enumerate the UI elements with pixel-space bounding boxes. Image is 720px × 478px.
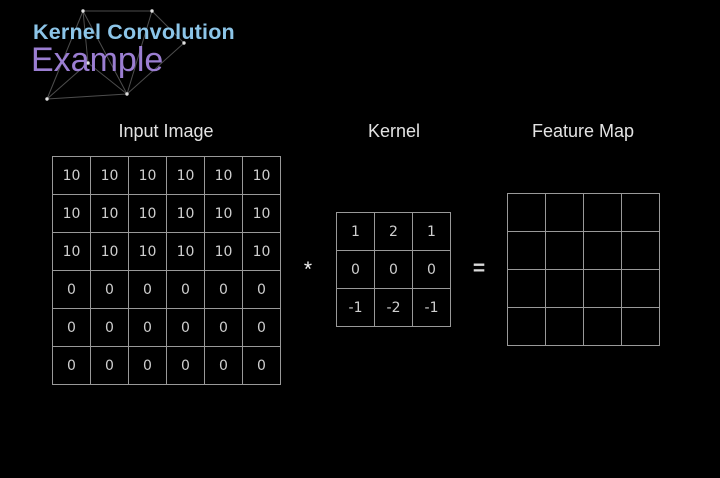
convolution-operator: * <box>303 258 313 281</box>
feature-map-cell <box>508 270 546 308</box>
input-image-cell: 0 <box>129 309 167 347</box>
feature-map-grid <box>507 193 660 346</box>
input-image-cell: 0 <box>91 347 129 385</box>
feature-map-cell <box>508 232 546 270</box>
input-image-cell: 10 <box>91 233 129 271</box>
input-image-cell: 10 <box>129 195 167 233</box>
feature-map-cell <box>546 308 584 346</box>
input-image-cell: 10 <box>243 195 281 233</box>
input-image-cell: 10 <box>91 157 129 195</box>
input-image-cell: 10 <box>243 157 281 195</box>
kernel-cell: 1 <box>337 213 375 251</box>
kernel-cell: -1 <box>337 289 375 327</box>
kernel-label: Kernel <box>367 121 421 141</box>
input-image-cell: 10 <box>53 195 91 233</box>
input-image-cell: 0 <box>91 309 129 347</box>
input-image-cell: 0 <box>205 347 243 385</box>
input-image-cell: 10 <box>53 157 91 195</box>
kernel-cell: 0 <box>337 251 375 289</box>
slide-title: Kernel Convolution <box>33 20 235 44</box>
equals-operator: = <box>472 257 486 280</box>
feature-map-cell <box>622 308 660 346</box>
slide-subtitle: Example <box>31 41 164 79</box>
input-image-cell: 0 <box>205 271 243 309</box>
input-image-cell: 0 <box>243 347 281 385</box>
input-image-cell: 10 <box>91 195 129 233</box>
feature-map-cell <box>584 270 622 308</box>
input-image-cell: 0 <box>243 271 281 309</box>
input-image-cell: 0 <box>129 271 167 309</box>
input-image-cell: 0 <box>205 309 243 347</box>
input-image-cell: 0 <box>53 271 91 309</box>
kernel-cell: 0 <box>413 251 451 289</box>
input-image-label: Input Image <box>118 121 214 141</box>
input-image-cell: 0 <box>167 347 205 385</box>
feature-map-cell <box>508 308 546 346</box>
input-image-cell: 0 <box>167 309 205 347</box>
input-image-cell: 10 <box>205 195 243 233</box>
input-image-cell: 0 <box>53 309 91 347</box>
input-image-cell: 0 <box>53 347 91 385</box>
kernel-cell: 1 <box>413 213 451 251</box>
feature-map-cell <box>622 270 660 308</box>
input-image-cell: 10 <box>243 233 281 271</box>
input-image-cell: 10 <box>167 195 205 233</box>
input-image-cell: 0 <box>167 271 205 309</box>
kernel-cell: -2 <box>375 289 413 327</box>
input-image-cell: 0 <box>243 309 281 347</box>
input-image-cell: 10 <box>205 233 243 271</box>
input-image-cell: 10 <box>167 157 205 195</box>
input-image-cell: 10 <box>167 233 205 271</box>
feature-map-cell <box>546 270 584 308</box>
feature-map-cell <box>546 194 584 232</box>
feature-map-label: Feature Map <box>531 121 635 141</box>
feature-map-cell <box>546 232 584 270</box>
feature-map-cell <box>508 194 546 232</box>
input-image-cell: 10 <box>129 157 167 195</box>
input-image-cell: 10 <box>205 157 243 195</box>
kernel-cell: 0 <box>375 251 413 289</box>
kernel-cell: 2 <box>375 213 413 251</box>
feature-map-cell <box>622 232 660 270</box>
input-image-cell: 0 <box>129 347 167 385</box>
input-image-cell: 10 <box>129 233 167 271</box>
input-image-cell: 0 <box>91 271 129 309</box>
feature-map-cell <box>584 194 622 232</box>
network-graph-icon <box>45 9 186 101</box>
feature-map-cell <box>584 308 622 346</box>
input-image-cell: 10 <box>53 233 91 271</box>
feature-map-cell <box>622 194 660 232</box>
feature-map-cell <box>584 232 622 270</box>
kernel-cell: -1 <box>413 289 451 327</box>
